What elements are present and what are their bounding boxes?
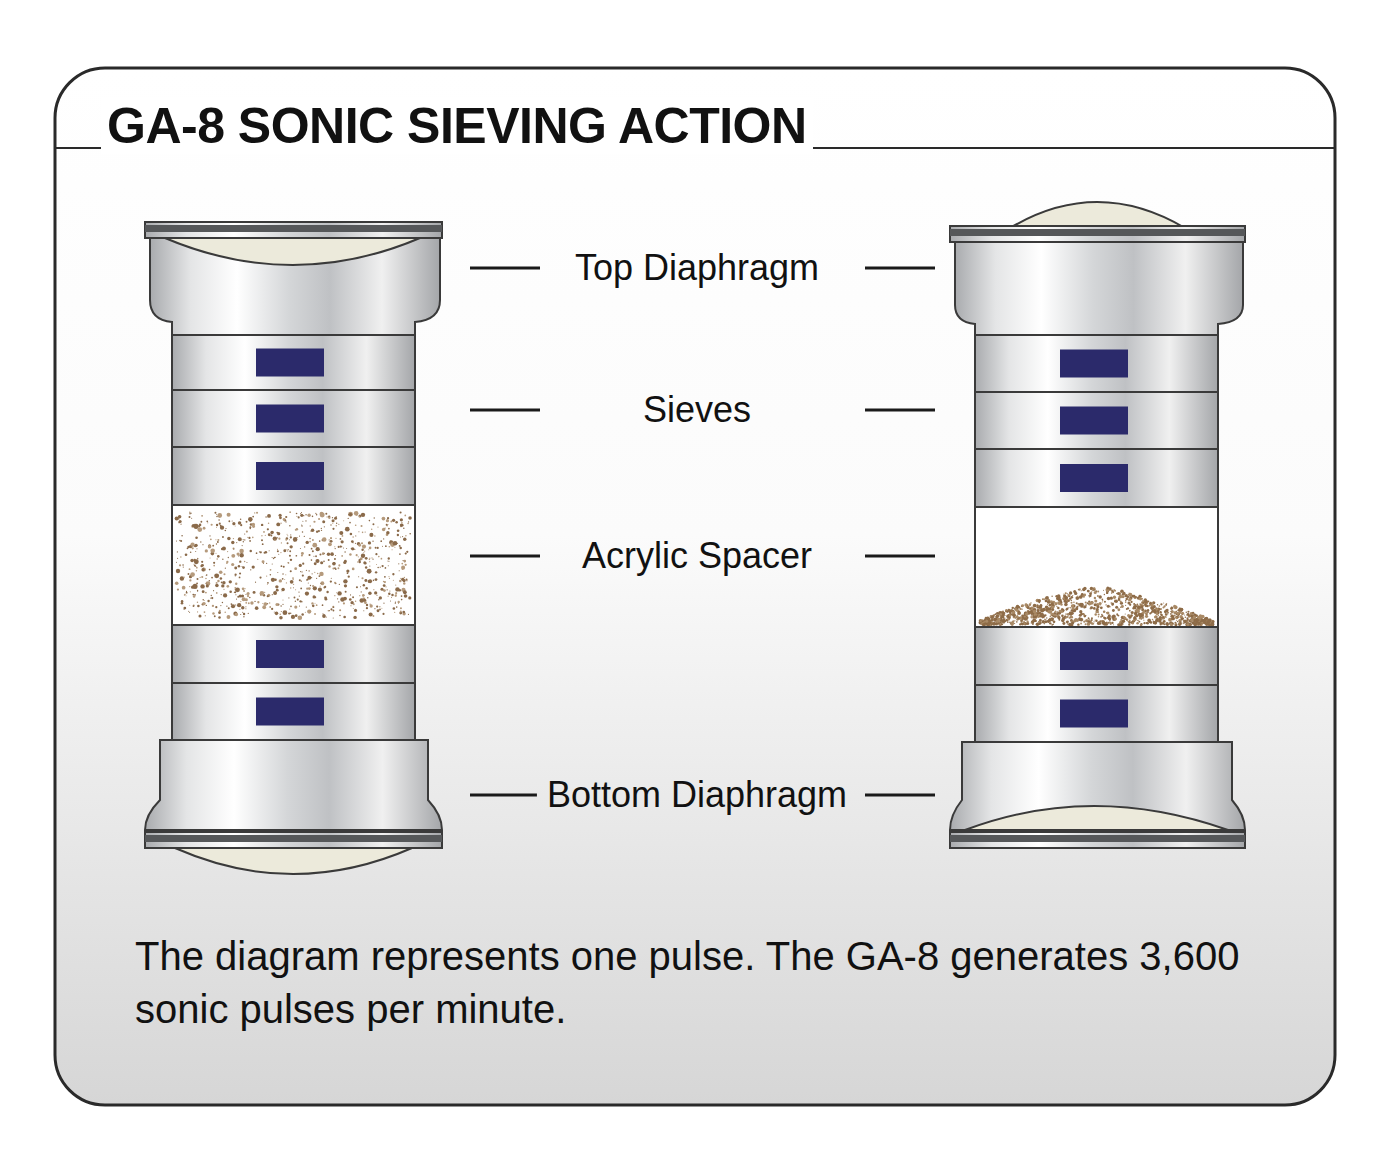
flange-band [145, 835, 442, 842]
sieve-label-plate [1060, 350, 1128, 378]
sieve-label-plate [1060, 464, 1128, 492]
leader-lines [470, 268, 935, 795]
sieve-label-plate [256, 698, 324, 726]
bottom-diaphragm-membrane [965, 806, 1228, 830]
sieve-label-plate [1060, 407, 1128, 435]
sieve [975, 335, 1218, 392]
leader-line [865, 555, 935, 558]
flange-band [950, 835, 1245, 842]
sieve [975, 685, 1218, 742]
sieve [975, 449, 1218, 507]
leader-line [470, 267, 540, 270]
sieve [975, 627, 1218, 685]
acrylic-spacer [975, 507, 1218, 627]
top-diaphragm-membrane [165, 238, 420, 265]
flange-band [145, 225, 442, 232]
top-diaphragm-body [955, 242, 1243, 335]
leader-line [865, 267, 935, 270]
leader-line [865, 409, 935, 412]
bottom-diaphragm-membrane [175, 848, 412, 874]
sieve-label-plate [256, 405, 324, 433]
flange [145, 832, 442, 848]
acrylic-spacer [172, 505, 415, 625]
top-diaphragm-body [150, 238, 440, 335]
flange-band [950, 229, 1245, 236]
sieve [172, 683, 415, 740]
airborne-particles [175, 511, 412, 620]
sieve [975, 392, 1218, 449]
leader-line [470, 555, 540, 558]
leader-line [470, 794, 537, 797]
sieve-label-plate [1060, 700, 1128, 728]
flange [145, 222, 442, 238]
sieve-stack-right [950, 202, 1245, 848]
part-label: Sieves [643, 389, 751, 431]
bottom-diaphragm-body [950, 742, 1245, 830]
bottom-diaphragm-body [145, 740, 442, 830]
sieve [172, 447, 415, 505]
part-label: Bottom Diaphragm [547, 774, 847, 816]
flange [950, 226, 1245, 242]
part-label: Acrylic Spacer [582, 535, 812, 577]
leader-line [865, 794, 935, 797]
sieve-label-plate [256, 462, 324, 490]
settled-particles [979, 586, 1215, 626]
leader-line [470, 409, 540, 412]
top-diaphragm-membrane [1010, 202, 1185, 228]
flange [950, 832, 1245, 848]
sieve-label-plate [256, 640, 324, 668]
title: GA-8 SONIC SIEVING ACTION [101, 98, 813, 154]
sieve [172, 390, 415, 447]
sieve-label-plate [256, 349, 324, 377]
caption: The diagram represents one pulse. The GA… [135, 930, 1285, 1036]
sieve-stack-left [145, 222, 442, 874]
panel [55, 68, 1335, 1105]
sieve [172, 625, 415, 683]
sieve [172, 335, 415, 390]
part-label: Top Diaphragm [575, 247, 819, 289]
sieve-label-plate [1060, 642, 1128, 670]
